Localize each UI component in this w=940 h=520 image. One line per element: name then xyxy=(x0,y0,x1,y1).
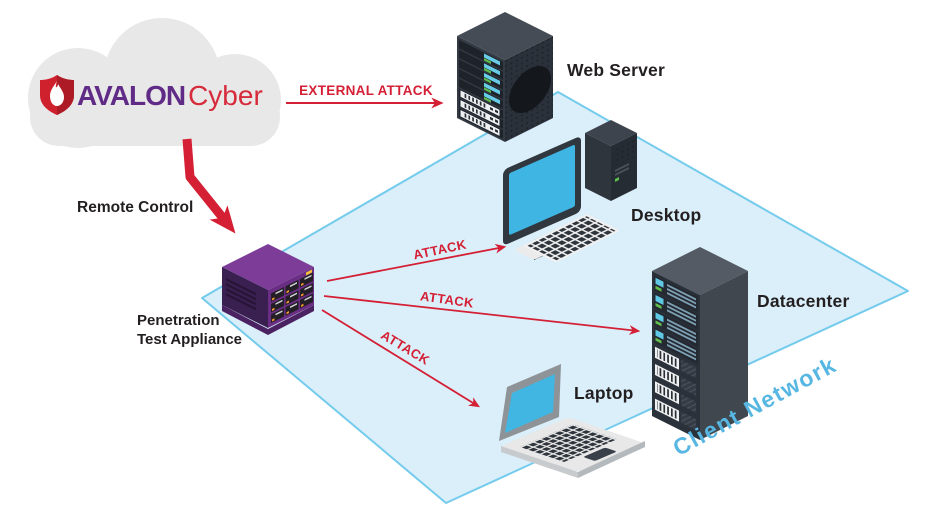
appliance-icon xyxy=(222,244,314,335)
laptop-icon xyxy=(499,364,645,478)
remote-control-arrow xyxy=(182,138,236,234)
brand-logo: AVALON Cyber xyxy=(77,80,263,112)
attack-arrows xyxy=(321,243,641,408)
shield-logo-icon xyxy=(40,75,74,115)
web-server-label: Web Server xyxy=(567,60,665,80)
web-server-icon xyxy=(457,12,553,142)
desktop-icon xyxy=(503,120,637,262)
client-network-plane xyxy=(201,91,909,504)
remote-control-label: Remote Control xyxy=(77,199,194,216)
cloud-shape xyxy=(28,18,281,148)
laptop-label: Laptop xyxy=(574,383,634,403)
datacenter-icon xyxy=(652,247,748,440)
appliance-label: Penetration Test Appliance xyxy=(137,311,242,349)
brand-name-bold: AVALON xyxy=(77,80,186,111)
desktop-label: Desktop xyxy=(631,205,702,225)
appliance-label-line1: Penetration xyxy=(137,312,220,329)
datacenter-label: Datacenter xyxy=(757,291,850,311)
external-attack-label: EXTERNAL ATTACK xyxy=(299,83,433,98)
brand-name-light: Cyber xyxy=(188,80,263,111)
appliance-label-line2: Test Appliance xyxy=(137,331,243,348)
